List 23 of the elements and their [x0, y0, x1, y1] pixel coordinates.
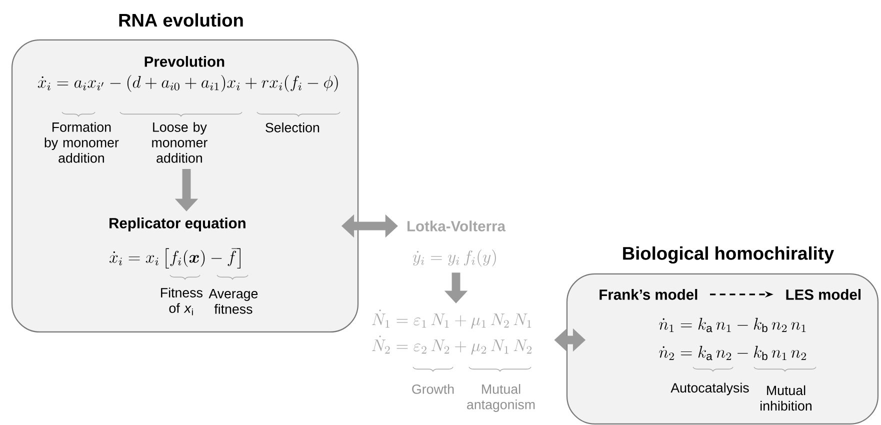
heading: Lotka-Volterra: [408, 220, 506, 232]
term-label: Selection: [266, 122, 320, 132]
heading: Prevolution: [144, 56, 224, 67]
equation: $\dot{N}_1 = \varepsilon_1\, N_1 + \mu_1\, N_2\, N_1$: [372, 310, 532, 329]
heading: LES model: [786, 289, 860, 300]
equation: $\dot{n}_1 = k_{\mathrm{a}}\, n_1 - k_{\mathrm{b}}\, n_2\, n_1$: [659, 318, 806, 332]
term-label: Autocatalysis: [670, 382, 749, 396]
term-label: Loose by monomer addition: [152, 122, 208, 163]
panel-title: RNA evolution: [119, 13, 243, 27]
heading: Frank’s model: [600, 289, 698, 300]
heading: Replicator equation: [110, 218, 246, 232]
term-label: Formation by monomer addition: [44, 122, 119, 163]
term-label: Fitness of x$_{i}$: [161, 288, 202, 316]
term-label: Average fitness: [208, 289, 258, 314]
equation: $\dot{x}_i = a_i x_{i'} - (d + a_{i0} + a_{i1}) x_i + r x_i (f_i - \phi)$: [38, 75, 338, 92]
term-label: Growth: [412, 384, 454, 394]
equation: $\dot{y}_i = y_i\, f_i(y)$: [412, 250, 496, 266]
term-label: Mutual antagonism: [467, 384, 535, 412]
equation: $\dot{n}_2 = k_{\mathrm{a}}\, n_2 - k_{\mathrm{b}}\, n_1\, n_2$: [659, 346, 806, 360]
panel-title: Biological homochirality: [623, 246, 834, 264]
equation: $\dot{x}_i = x_i \left[ f_i(\boldsymbol{x}) - \bar{f} \right]$: [110, 248, 240, 269]
equation: $\dot{N}_2 = \varepsilon_2\, N_2 + \mu_2\, N_1\, N_2$: [372, 336, 532, 355]
term-label: Mutual inhibition: [760, 385, 812, 411]
